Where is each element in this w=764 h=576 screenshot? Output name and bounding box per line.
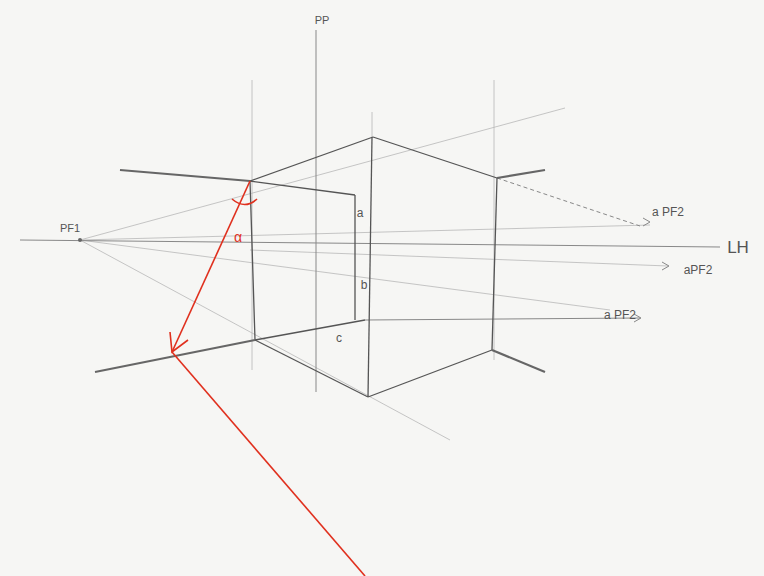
- sketch-label: PP: [315, 15, 330, 26]
- sketch-label: PF1: [60, 223, 80, 234]
- sketch-label: α: [234, 230, 242, 244]
- sketch-label: aPF2: [684, 264, 713, 276]
- sketch-label: a PF2: [652, 206, 684, 218]
- sketch-label: b: [361, 279, 368, 291]
- sketch-label: LH: [727, 239, 749, 256]
- sketch-label: a: [357, 207, 364, 219]
- sketch-label: c: [336, 332, 342, 344]
- sketch-label: a PF2: [604, 309, 636, 321]
